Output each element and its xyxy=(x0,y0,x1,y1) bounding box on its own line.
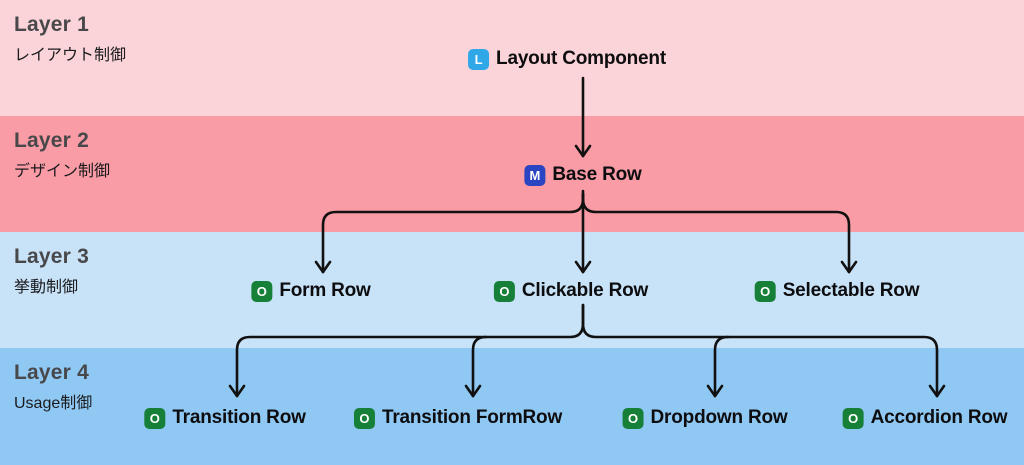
node-label: Accordion Row xyxy=(870,407,1008,428)
layer-4-label: Layer 4 Usage制御 xyxy=(14,361,92,413)
layer-4-subtitle: Usage制御 xyxy=(14,395,93,413)
layer-3-subtitle: 挙動制御 xyxy=(14,279,79,297)
node-label: Clickable Row xyxy=(521,280,649,301)
organism-component-type-icon: O xyxy=(493,280,515,302)
layer-2-label: Layer 2 デザイン制御 xyxy=(14,129,110,181)
organism-component-type-icon: O xyxy=(144,407,166,429)
node-clickable-row: O Clickable Row xyxy=(493,280,649,302)
layer-1-label: Layer 1 レイアウト制御 xyxy=(14,13,126,65)
node-transition-formrow: O Transition FormRow xyxy=(353,407,563,429)
node-form-row: O Form Row xyxy=(251,280,371,302)
node-label: Form Row xyxy=(279,280,371,301)
organism-component-type-icon: O xyxy=(622,407,644,429)
layer-4-title: Layer 4 xyxy=(14,361,89,384)
layer-3-title: Layer 3 xyxy=(14,245,89,268)
layer-2-subtitle: デザイン制御 xyxy=(14,163,111,181)
organism-component-type-icon: O xyxy=(353,407,375,429)
layer-1-subtitle: レイアウト制御 xyxy=(14,47,127,65)
node-label: Transition FormRow xyxy=(381,407,563,428)
node-label: Transition Row xyxy=(172,407,306,428)
organism-component-type-icon: O xyxy=(754,280,776,302)
organism-component-type-icon: O xyxy=(842,407,864,429)
base-component-type-icon: M xyxy=(524,164,546,186)
layer-1-title: Layer 1 xyxy=(14,13,89,36)
layer-band-1: Layer 1 レイアウト制御 xyxy=(0,0,1024,116)
node-label: Layout Component xyxy=(496,48,666,69)
organism-component-type-icon: O xyxy=(251,280,273,302)
node-accordion-row: O Accordion Row xyxy=(842,407,1008,429)
node-base-row: M Base Row xyxy=(524,164,642,186)
node-label: Dropdown Row xyxy=(650,407,788,428)
node-layout-component: L Layout Component xyxy=(468,48,666,70)
layer-3-label: Layer 3 挙動制御 xyxy=(14,245,89,297)
node-dropdown-row: O Dropdown Row xyxy=(622,407,788,429)
node-selectable-row: O Selectable Row xyxy=(754,280,920,302)
node-label: Base Row xyxy=(552,164,642,185)
layer-2-title: Layer 2 xyxy=(14,129,89,152)
node-transition-row: O Transition Row xyxy=(144,407,306,429)
node-label: Selectable Row xyxy=(782,280,920,301)
layout-component-type-icon: L xyxy=(468,48,490,70)
layer-band-2: Layer 2 デザイン制御 xyxy=(0,116,1024,232)
